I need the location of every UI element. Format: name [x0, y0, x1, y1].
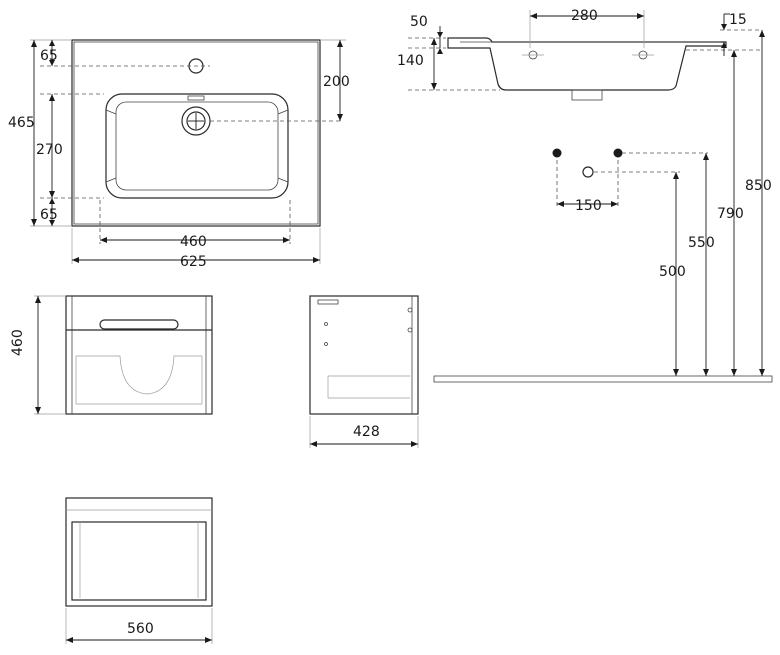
bracket-point-right-icon: [613, 148, 623, 158]
dim-basin-height: 140: [397, 53, 424, 69]
dim-overall-depth: 465: [8, 115, 35, 131]
floor-line: [433, 375, 773, 383]
dim-overall-installation-height: 850: [745, 178, 772, 194]
cabinet-side-outline: [309, 295, 419, 415]
basin-top-view: 465 65 270 65 200 460 625: [8, 39, 350, 270]
bowl-outline: [105, 93, 289, 199]
dim-bracket-spacing-wall: 150: [575, 198, 602, 214]
installation-view: 150 500 550 790 850: [433, 30, 773, 383]
drain-point-icon: [582, 166, 594, 178]
overflow-icon: [187, 95, 205, 101]
bracket-point-left-icon: [552, 148, 562, 158]
dim-cabinet-height: 460: [10, 329, 26, 356]
dim-drain-height: 500: [659, 264, 686, 280]
dim-overall-width: 625: [180, 254, 207, 270]
dim-bowl-width: 460: [180, 234, 207, 250]
drawer-box: [71, 521, 207, 601]
dim-bowl-depth: 270: [36, 142, 63, 158]
siphon-cutout: [76, 355, 202, 395]
cabinet-front-view: 460: [10, 295, 213, 415]
bowl-inner: [115, 101, 279, 191]
dim-basin-top-height: 790: [717, 206, 744, 222]
dim-bracket-height: 550: [688, 235, 715, 251]
dim-back-edge: 15: [729, 12, 747, 28]
dim-cabinet-width: 560: [127, 621, 154, 637]
waste-outlet: [571, 89, 603, 101]
basin-rim: [73, 41, 319, 225]
cabinet-side-view: 428: [309, 295, 419, 448]
cabinet-top-outline: [65, 497, 213, 607]
dim-tap-hole-offset: 65: [40, 48, 58, 64]
dim-front-offset: 65: [40, 207, 58, 223]
cabinet-top-view: 560: [65, 497, 213, 644]
drawer-handle: [99, 319, 179, 330]
dim-bracket-spacing-side: 280: [571, 8, 598, 24]
basin-side-view: 50 140 280 15: [397, 8, 762, 101]
basin-profile: [447, 37, 727, 91]
basin-outline: [71, 39, 321, 227]
dim-rim-thickness: 50: [410, 14, 428, 30]
cabinet-front-outline: [65, 295, 213, 415]
dim-cabinet-depth: 428: [353, 424, 380, 440]
dim-drain-position: 200: [323, 74, 350, 90]
